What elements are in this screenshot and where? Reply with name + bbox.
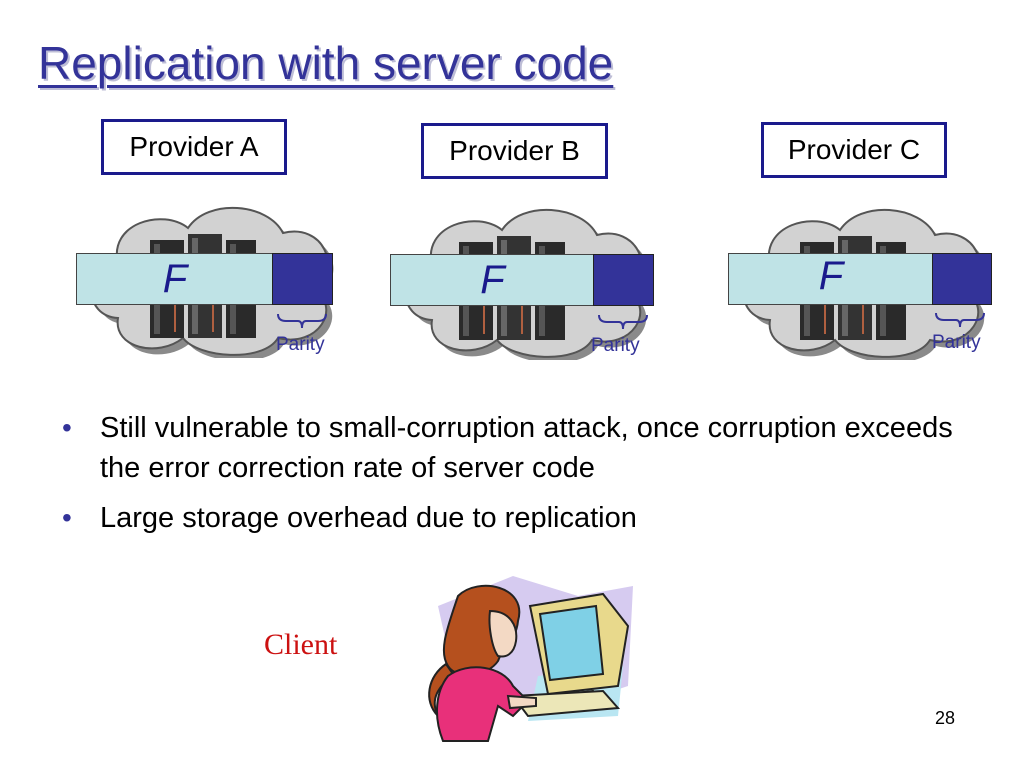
parity-label-b: Parity bbox=[591, 335, 640, 356]
provider-c-label: Provider C bbox=[761, 122, 947, 178]
brace-icon bbox=[277, 313, 327, 329]
parity-block-c bbox=[932, 253, 992, 305]
file-block-b: F bbox=[390, 254, 595, 306]
client-illustration bbox=[428, 576, 633, 742]
slide-title: Replication with server code bbox=[38, 37, 614, 89]
parity-label-c: Parity bbox=[932, 332, 981, 353]
bullet-item: • Still vulnerable to small-corruption a… bbox=[62, 408, 992, 488]
provider-a-label: Provider A bbox=[101, 119, 287, 175]
bullet-marker: • bbox=[62, 502, 72, 533]
parity-label-a: Parity bbox=[276, 334, 325, 355]
file-block-c: F bbox=[728, 253, 934, 305]
file-block-a: F bbox=[76, 253, 274, 305]
bullet-text: Large storage overhead due to replicatio… bbox=[100, 502, 637, 534]
parity-block-b bbox=[593, 254, 654, 306]
client-label: Client bbox=[264, 628, 338, 661]
bullet-list: • Still vulnerable to small-corruption a… bbox=[62, 408, 992, 548]
provider-b-label: Provider B bbox=[421, 123, 608, 179]
brace-icon bbox=[598, 314, 648, 330]
parity-block-a bbox=[272, 253, 333, 305]
bullet-marker: • bbox=[62, 412, 72, 443]
page-number: 28 bbox=[935, 708, 956, 728]
brace-icon bbox=[935, 312, 985, 328]
bullet-item: • Large storage overhead due to replicat… bbox=[62, 498, 992, 538]
bullet-text: Still vulnerable to small-corruption att… bbox=[100, 412, 953, 484]
